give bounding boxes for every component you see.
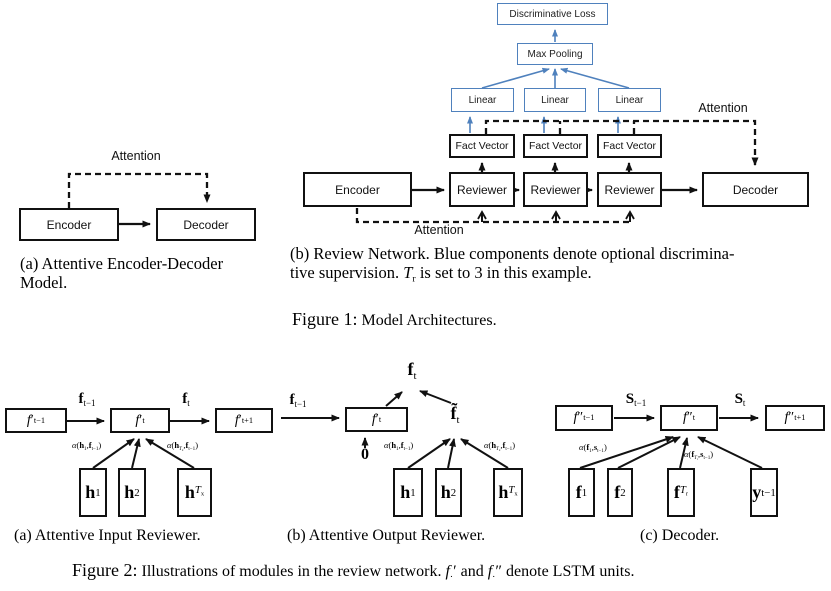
fig2c-caption: (c) Decoder.	[640, 527, 720, 544]
fig1b-discriminative-loss-box: Discriminative Loss	[497, 3, 608, 25]
fig1b-fact-vector-box-1: Fact Vector	[449, 134, 515, 158]
figure2-caption: Figure 2: Illustrations of modules in th…	[72, 560, 635, 583]
fig1a-caption: (a) Attentive Encoder-Decoder Model.	[20, 254, 223, 293]
fig1a-caption-line2: Model.	[20, 273, 68, 293]
fig2b-fact-out-label: ft	[407, 359, 417, 382]
fig2b-lstm-box: f′t	[345, 407, 408, 432]
fig2b-tilde-fact-label: f̃t	[450, 403, 460, 426]
fig2c-alpha-right-label: α(fTr,st−1)	[684, 449, 714, 461]
fig1b-reviewer-box-3: Reviewer	[597, 172, 662, 207]
fig2c-lstm-prev-box: f″t−1	[555, 405, 613, 431]
fig2a-alpha-left-label: α(h1,ft−1)	[72, 440, 102, 452]
fig2c-lstm-cur-box: f″t	[660, 405, 718, 431]
fig1b-caption: (b) Review Network. Blue components deno…	[290, 244, 735, 285]
fig1b-linear-box-3: Linear	[598, 88, 661, 112]
figure1-caption: Figure 1: Model Architectures.	[292, 309, 497, 330]
fig2b-alpha-right-label: α(hTx,ft−1)	[484, 440, 516, 452]
fig1b-max-pooling-box: Max Pooling	[517, 43, 593, 65]
fig1b-attention-bottom-label: Attention	[414, 223, 464, 237]
fig1b-fact-vector-box-2: Fact Vector	[523, 134, 588, 158]
fig2a-caption: (a) Attentive Input Reviewer.	[14, 527, 201, 544]
fig2b-alpha-left-label: α(h1,ft−1)	[384, 440, 414, 452]
fig1a-encoder-box: Encoder	[19, 208, 119, 241]
figure2-caption-label: Figure 2:	[72, 560, 138, 580]
fig1b-linear-box-2: Linear	[524, 88, 586, 112]
fig2c-lstm-next-box: f″t+1	[765, 405, 825, 431]
fig2a-lstm-next-box: f′t+1	[215, 408, 273, 433]
fig1b-linear-box-1: Linear	[451, 88, 514, 112]
fig2a-fact-in-label: ft−1	[78, 391, 96, 409]
fig2c-alpha-left-label: α(f1,st−1)	[579, 442, 607, 454]
fig1a-caption-line1: (a) Attentive Encoder-Decoder	[20, 254, 224, 273]
fig2b-caption: (b) Attentive Output Reviewer.	[287, 527, 486, 544]
fig1b-caption-line2: tive supervision. Tr is set to 3 in this…	[290, 263, 592, 285]
fig1a-attention-label: Attention	[111, 149, 161, 163]
fig1b-reviewer-box-2: Reviewer	[523, 172, 588, 207]
fig2a-lstm-prev-box: f′t−1	[5, 408, 67, 433]
fig1a-decoder-box: Decoder	[156, 208, 256, 241]
fig1b-encoder-box: Encoder	[303, 172, 412, 207]
fig1b-reviewer-box-1: Reviewer	[449, 172, 515, 207]
fig2a-fact-out-label: ft	[182, 391, 190, 409]
figure2-caption-text: Illustrations of modules in the review n…	[141, 563, 635, 583]
figure1-caption-label: Figure 1:	[292, 309, 358, 329]
fig1b-decoder-box: Decoder	[702, 172, 809, 207]
fig2a-lstm-cur-box: f′t	[110, 408, 170, 433]
fig2a-alpha-right-label: α(hTx,ft−1)	[167, 440, 199, 452]
fig2b-zero-label: 0	[361, 446, 369, 463]
fig1b-attention-top-label: Attention	[698, 101, 748, 115]
fig2c-state-out-label: St	[734, 391, 746, 409]
fig1b-fact-vector-box-3: Fact Vector	[597, 134, 662, 158]
figure1-caption-text: Model Architectures.	[361, 312, 497, 329]
fig2b-fact-in-label: ft−1	[289, 392, 307, 410]
fig2c-state-in-label: St−1	[625, 391, 647, 409]
fig1b-caption-line1: (b) Review Network. Blue components deno…	[290, 244, 735, 263]
